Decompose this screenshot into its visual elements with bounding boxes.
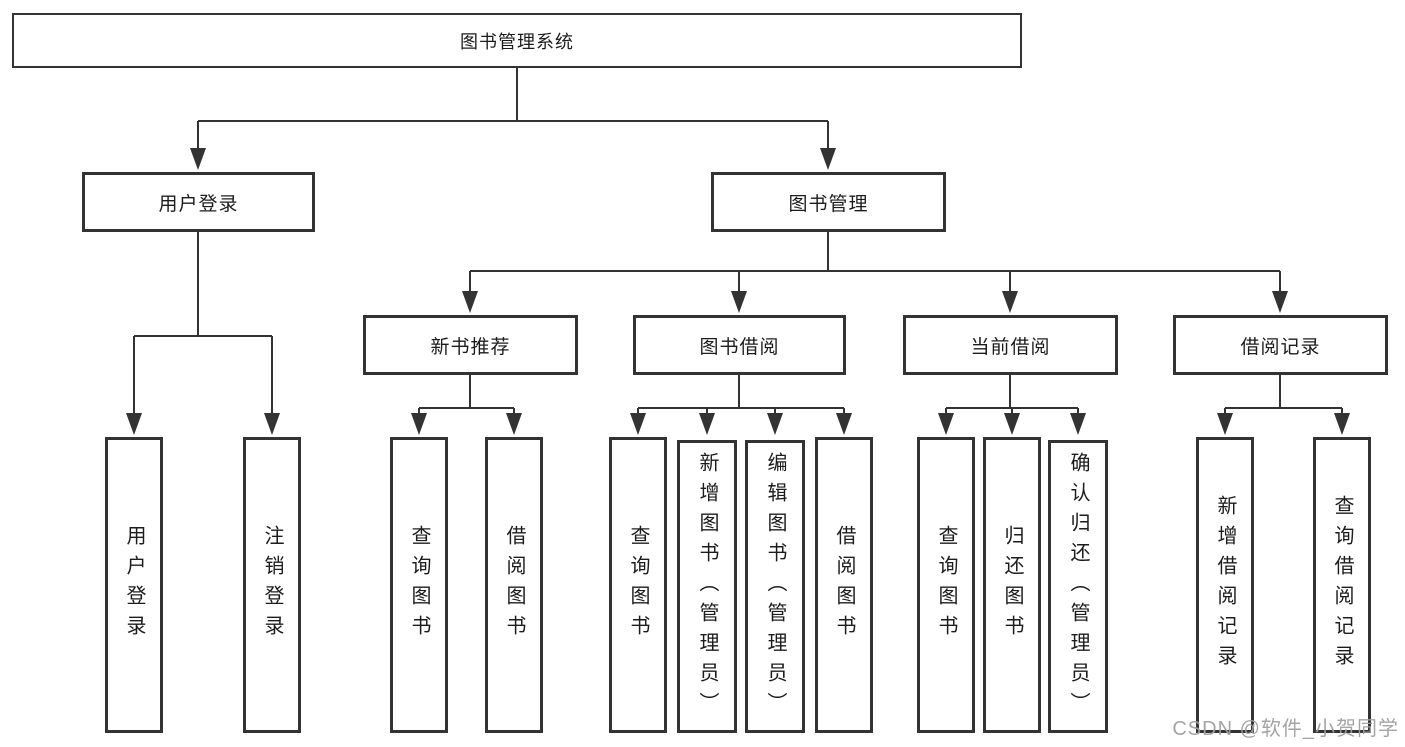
node-label: 查询图书 [627, 525, 649, 645]
node-label: 图书管理系统 [460, 31, 574, 52]
node-label: 确认归还（管理员） [1067, 451, 1089, 722]
node-library-system: 图书管理系统 [12, 13, 1022, 68]
node-borrow-records: 借阅记录 [1173, 315, 1388, 375]
node-leaf-logout: 注销登录 [243, 437, 301, 733]
node-leaf-edit-book-admin: 编辑图书（管理员） [745, 440, 805, 733]
node-leaf-confirm-return-admin: 确认归还（管理员） [1048, 440, 1108, 733]
node-label: 新增图书（管理员） [696, 451, 718, 722]
node-label: 借阅记录 [1240, 336, 1321, 358]
node-book-management: 图书管理 [711, 172, 946, 232]
node-label: 图书借阅 [699, 336, 780, 358]
node-label: 编辑图书（管理员） [764, 451, 786, 722]
node-label: 注销登录 [261, 525, 283, 645]
node-leaf-user-login: 用户登录 [105, 437, 163, 733]
node-leaf-borrow-books-1: 借阅图书 [485, 437, 543, 733]
csdn-watermark: CSDN @软件_小贺同学 [1172, 718, 1399, 740]
node-leaf-add-borrow-record: 新增借阅记录 [1196, 437, 1254, 733]
node-leaf-query-books-1: 查询图书 [390, 437, 448, 733]
node-user-login: 用户登录 [82, 172, 315, 232]
node-leaf-add-book-admin: 新增图书（管理员） [677, 440, 737, 733]
node-current-borrow: 当前借阅 [903, 315, 1118, 375]
node-leaf-query-books-2: 查询图书 [609, 437, 667, 733]
node-label: 查询图书 [935, 525, 957, 645]
node-label: 用户登录 [123, 525, 145, 645]
node-new-book-recommend: 新书推荐 [363, 315, 578, 375]
node-label: 新书推荐 [430, 336, 511, 358]
node-label: 图书管理 [788, 193, 869, 215]
node-leaf-query-books-3: 查询图书 [917, 437, 975, 733]
node-label: 当前借阅 [970, 336, 1051, 358]
node-label: 借阅图书 [833, 525, 855, 645]
node-label: 新增借阅记录 [1214, 495, 1236, 675]
node-leaf-query-borrow-record: 查询借阅记录 [1313, 437, 1371, 733]
node-book-borrow: 图书借阅 [633, 315, 846, 375]
node-label: 归还图书 [1001, 525, 1023, 645]
node-leaf-borrow-books-2: 借阅图书 [815, 437, 873, 733]
node-label: 用户登录 [158, 193, 239, 215]
node-leaf-return-book: 归还图书 [983, 437, 1041, 733]
node-label: 借阅图书 [503, 525, 525, 645]
node-label: 查询图书 [408, 525, 430, 645]
node-label: 查询借阅记录 [1331, 495, 1353, 675]
